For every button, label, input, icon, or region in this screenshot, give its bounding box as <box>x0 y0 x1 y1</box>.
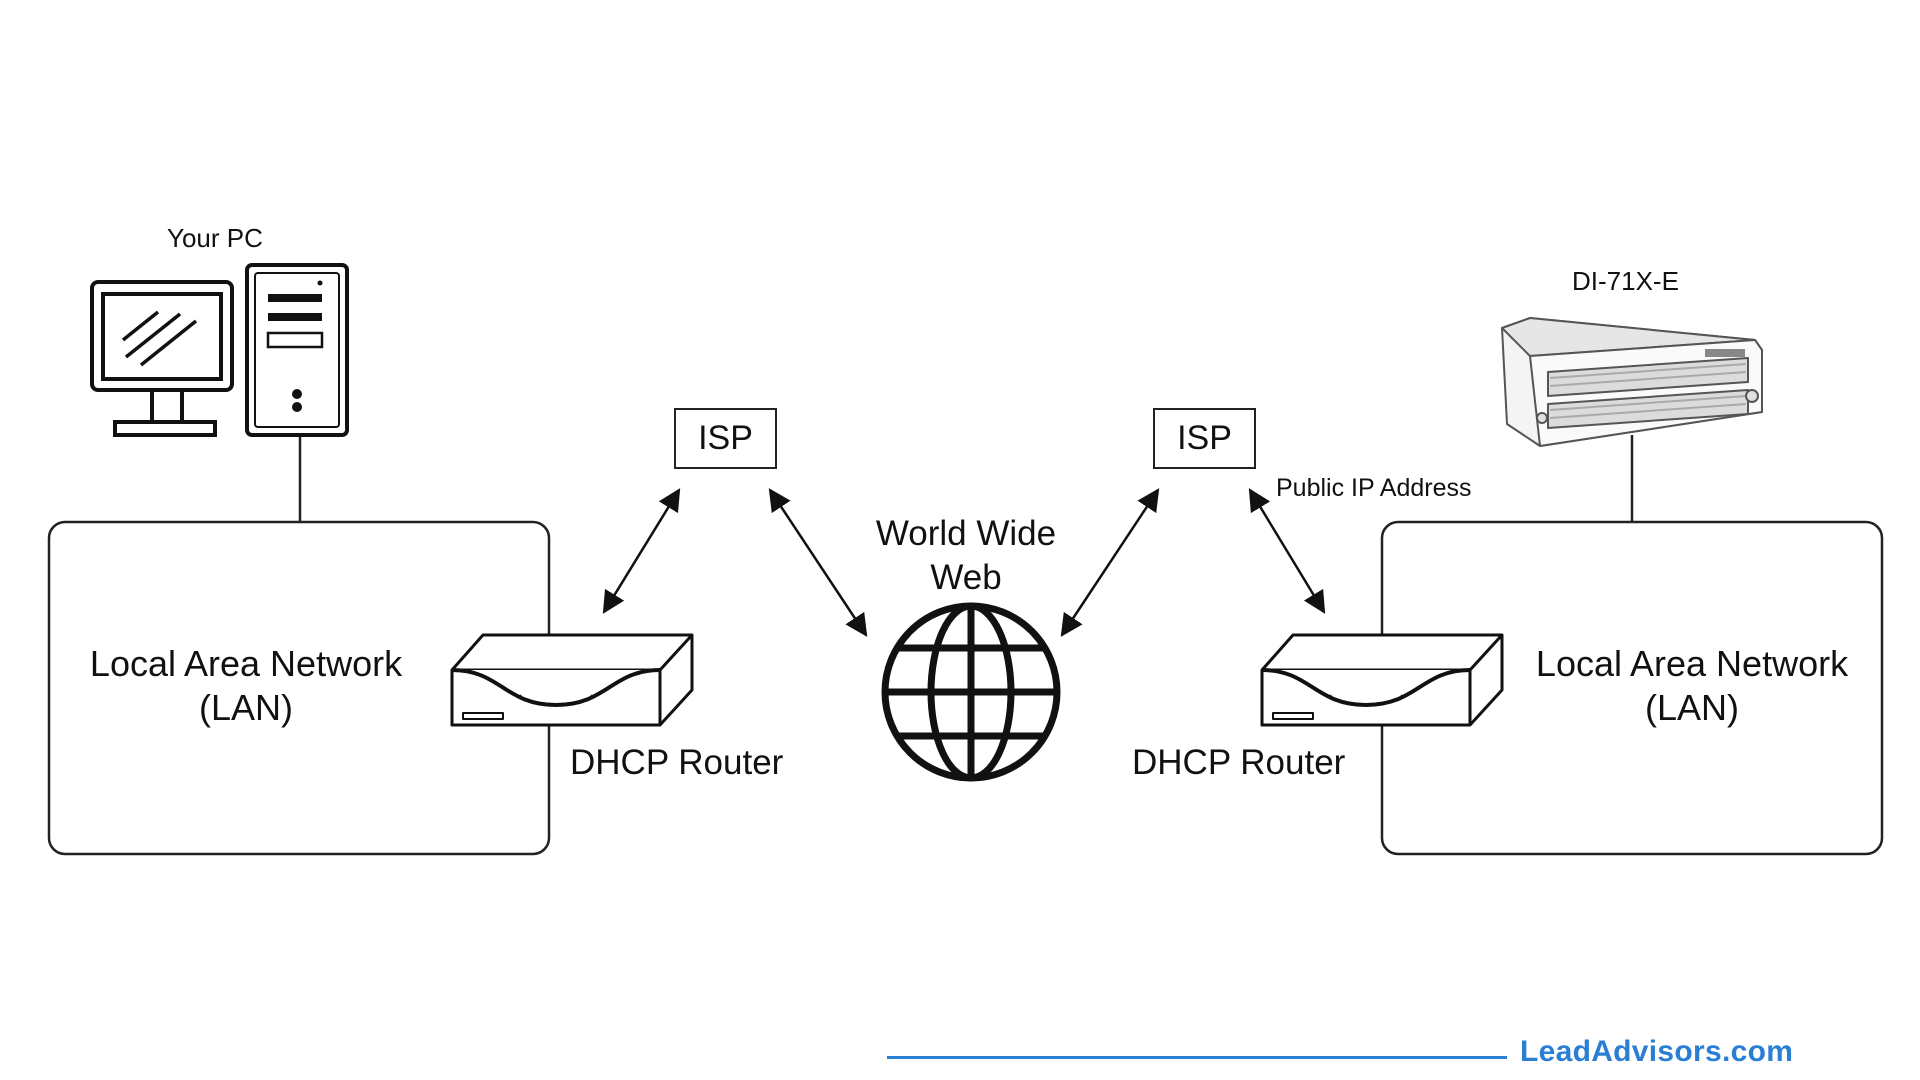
device-label: DI-71X-E <box>1572 266 1679 296</box>
left-isp-label: ISP <box>698 419 753 457</box>
left-router-label: DHCP Router <box>570 743 784 782</box>
globe-icon <box>881 602 1061 782</box>
public-ip-label: Public IP Address <box>1276 474 1472 502</box>
right-isp-label: ISP <box>1177 419 1232 457</box>
arrow-left-isp-www <box>768 488 868 637</box>
brand-link[interactable]: LeadAdvisors.com <box>1520 1035 1794 1068</box>
right-router-label: DHCP Router <box>1132 743 1346 782</box>
right-lan-line2: (LAN) <box>1644 687 1739 728</box>
left-router-icon <box>450 633 694 727</box>
right-lan-line1: Local Area Network <box>1535 643 1849 684</box>
right-isp-box: ISP <box>1153 408 1256 469</box>
pc-tower-icon <box>245 263 349 437</box>
www-label: World Wide Web <box>846 512 1086 600</box>
left-lan-line2: (LAN) <box>198 687 293 728</box>
brand-divider <box>887 1056 1507 1059</box>
www-line1: World Wide <box>875 514 1057 553</box>
computer-monitor-icon <box>90 280 234 437</box>
your-pc-label: Your PC <box>167 223 263 253</box>
left-isp-box: ISP <box>674 408 777 469</box>
left-lan-label: Local Area Network (LAN) <box>49 642 443 730</box>
right-router-icon <box>1260 633 1504 727</box>
arrow-www-right-isp <box>1060 488 1160 637</box>
left-lan-line1: Local Area Network <box>89 643 403 684</box>
arrow-left-router-isp <box>602 488 681 614</box>
data-acquisition-device-icon <box>1501 317 1763 447</box>
arrow-right-isp-router <box>1248 488 1326 614</box>
right-lan-label: Local Area Network (LAN) <box>1502 642 1882 730</box>
www-line2: Web <box>930 558 1002 597</box>
